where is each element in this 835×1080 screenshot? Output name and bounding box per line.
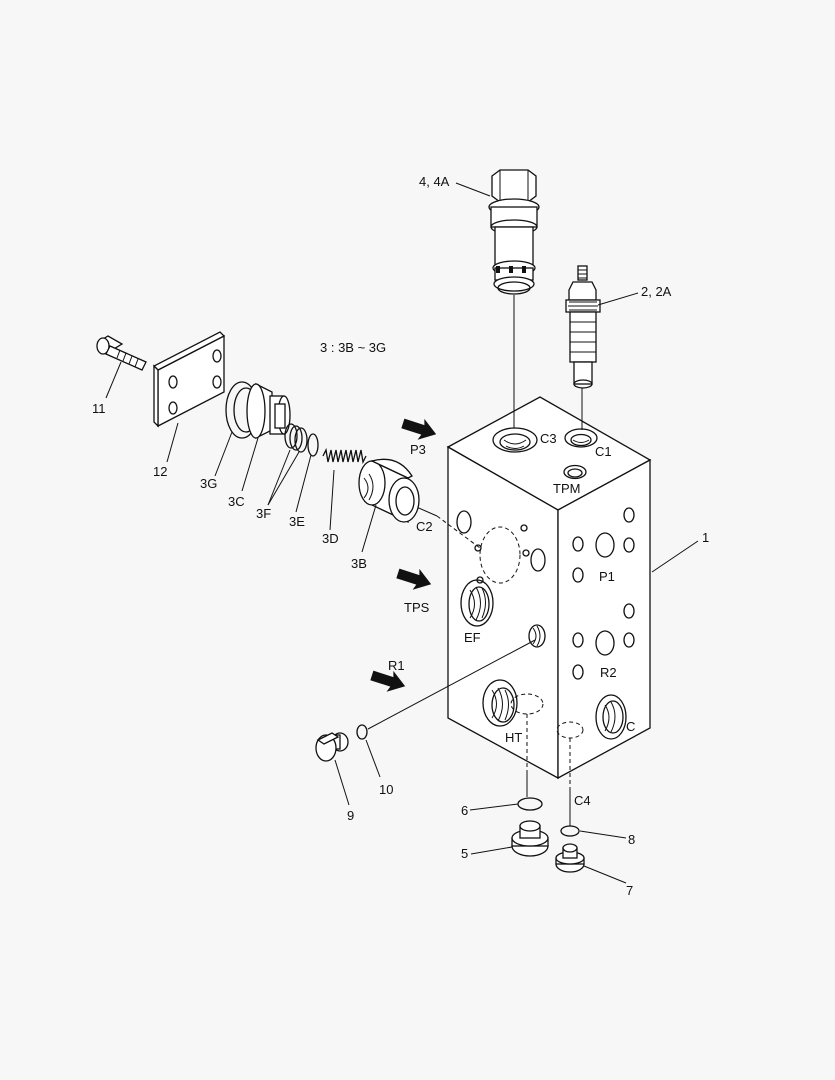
callout-2: 2, 2A bbox=[641, 284, 672, 299]
callout-3f: 3F bbox=[256, 506, 271, 521]
part-7-plug bbox=[555, 843, 585, 873]
leader-c2b bbox=[436, 515, 481, 549]
part-3d-spring bbox=[322, 447, 367, 465]
part-3f-rings bbox=[284, 423, 308, 453]
part-2-relief-valve bbox=[565, 265, 601, 389]
port-p1: P1 bbox=[599, 569, 615, 584]
port-c: C bbox=[626, 719, 635, 734]
callout-9: 9 bbox=[347, 808, 354, 823]
arrow-p3-icon bbox=[401, 418, 437, 440]
part-6-oring bbox=[517, 797, 543, 811]
part-3e-oring bbox=[307, 433, 319, 457]
part-4-cartridge bbox=[488, 169, 540, 295]
callout-3d: 3D bbox=[322, 531, 339, 546]
port-c3: C3 bbox=[540, 431, 557, 446]
part-5-plug bbox=[511, 820, 549, 857]
title-label: 3 : 3B ~ 3G bbox=[320, 340, 386, 355]
callout-10: 10 bbox=[379, 782, 393, 797]
arrow-tps-label: TPS bbox=[404, 600, 430, 615]
part-3b-sleeve bbox=[358, 458, 420, 524]
port-c1: C1 bbox=[595, 444, 612, 459]
callout-11: 11 bbox=[92, 401, 106, 416]
part-11-bolt bbox=[96, 335, 147, 371]
callout-5: 5 bbox=[461, 846, 468, 861]
callout-6: 6 bbox=[461, 803, 468, 818]
callout-3g: 3G bbox=[200, 476, 217, 491]
arrow-tps-icon bbox=[396, 568, 432, 590]
part-8-oring bbox=[560, 825, 580, 837]
callout-12: 12 bbox=[153, 464, 167, 479]
port-c2: C2 bbox=[416, 519, 433, 534]
port-c4: C4 bbox=[574, 793, 591, 808]
valve-block bbox=[446, 396, 652, 780]
part-3c bbox=[246, 382, 291, 440]
callout-7: 7 bbox=[626, 883, 633, 898]
callout-8: 8 bbox=[628, 832, 635, 847]
part-9-plug bbox=[315, 732, 349, 762]
callout-4: 4, 4A bbox=[419, 174, 450, 189]
arrow-p3-label: P3 bbox=[410, 442, 426, 457]
block-right-face bbox=[557, 458, 651, 780]
arrow-r1-label: R1 bbox=[388, 658, 405, 673]
port-ef: EF bbox=[464, 630, 481, 645]
port-tpm: TPM bbox=[553, 481, 580, 496]
part-12-cover-plate bbox=[152, 331, 226, 428]
callout-3e: 3E bbox=[289, 514, 305, 529]
callout-3b: 3B bbox=[351, 556, 367, 571]
callout-1: 1 bbox=[702, 530, 709, 545]
callout-3c: 3C bbox=[228, 494, 245, 509]
port-ht: HT bbox=[505, 730, 522, 745]
port-r2: R2 bbox=[600, 665, 617, 680]
leader-r1 bbox=[367, 639, 536, 730]
part-10-oring bbox=[356, 724, 368, 740]
arrow-r1-icon bbox=[370, 670, 406, 692]
